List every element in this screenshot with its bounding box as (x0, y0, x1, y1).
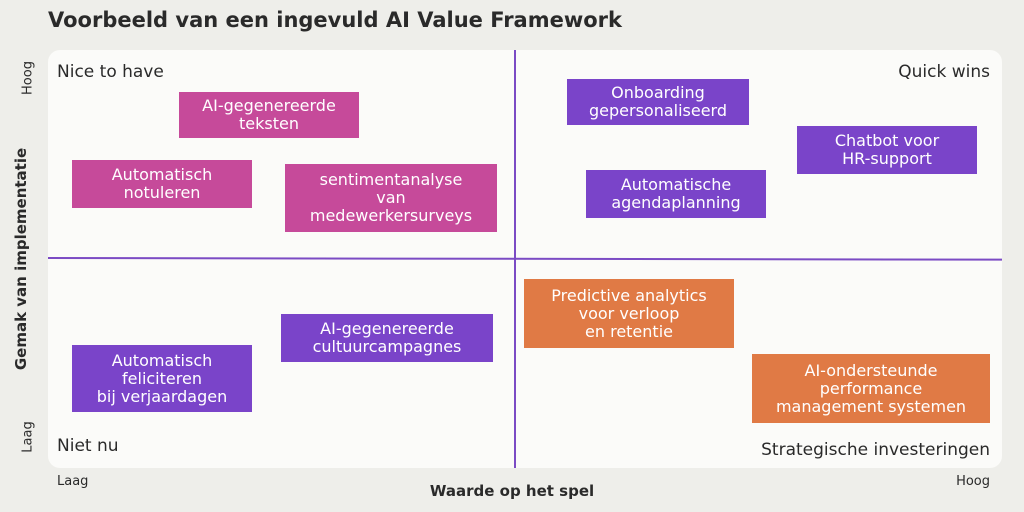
page-title: Voorbeeld van een ingevuld AI Value Fram… (48, 8, 623, 32)
item-predictive-analytics: Predictive analytics voor verloop en ret… (524, 279, 734, 348)
item-ai-ondersteunde-performance: AI-ondersteunde performance management s… (752, 354, 990, 423)
y-axis-high-label: Hoog (20, 61, 36, 95)
y-axis-low-label: Laag (20, 421, 36, 453)
quadrant-label-quick-wins: Quick wins (898, 62, 990, 82)
item-onboarding-gepersonaliseerd: Onboarding gepersonaliseerd (567, 79, 749, 125)
item-chatbot-hr-support: Chatbot voor HR-support (797, 126, 977, 174)
x-axis-low-label: Laag (57, 474, 89, 489)
quadrant-label-niet-nu: Niet nu (57, 436, 119, 456)
item-automatisch-notuleren: Automatisch notuleren (72, 160, 252, 208)
item-automatisch-feliciteren: Automatisch feliciteren bij verjaardagen (72, 345, 252, 412)
x-axis-high-label: Hoog (956, 474, 990, 489)
quadrant-label-nice-to-have: Nice to have (57, 62, 164, 82)
item-ai-gegenereerde-teksten: AI-gegenereerde teksten (179, 92, 359, 138)
quadrant-label-strategische-investeringen: Strategische investeringen (761, 440, 990, 460)
item-sentimentanalyse: sentimentanalyse van medewerkersurveys (285, 164, 497, 232)
y-axis-label: Gemak van implementatie (12, 147, 30, 371)
item-automatische-agendaplanning: Automatische agendaplanning (586, 170, 766, 218)
x-axis-label: Waarde op het spel (429, 482, 595, 500)
item-ai-gegenereerde-cultuurcampagnes: AI-gegenereerde cultuurcampagnes (281, 314, 493, 362)
